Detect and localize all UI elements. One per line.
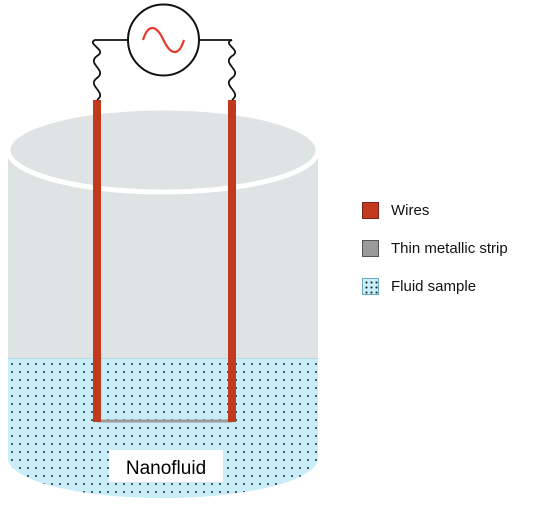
right-wire: [228, 100, 236, 422]
fluid-sample: [8, 358, 318, 498]
legend-item-fluid-sample: Fluid sample: [362, 275, 547, 297]
strip-swatch: [362, 239, 379, 257]
ac-sine-wave-icon: [127, 3, 200, 77]
legend: Wires Thin metallic strip Fluid sample: [362, 199, 547, 313]
nanofluid-label-box: Nanofluid: [109, 450, 223, 482]
left-wire: [93, 100, 101, 422]
beaker: [5, 105, 321, 498]
wire-swatch: [362, 201, 379, 219]
nanofluid-label: Nanofluid: [126, 458, 206, 479]
legend-label-fluid-sample: Fluid sample: [391, 277, 477, 295]
legend-label-wires: Wires: [391, 201, 430, 219]
legend-label-metallic-strip: Thin metallic strip: [391, 239, 508, 257]
right-lead: [199, 39, 236, 101]
fluid-swatch: [362, 277, 379, 295]
legend-item-wires: Wires: [362, 199, 547, 221]
beaker-rim: [5, 105, 321, 195]
left-lead: [92, 39, 128, 101]
legend-item-metallic-strip: Thin metallic strip: [362, 237, 547, 259]
